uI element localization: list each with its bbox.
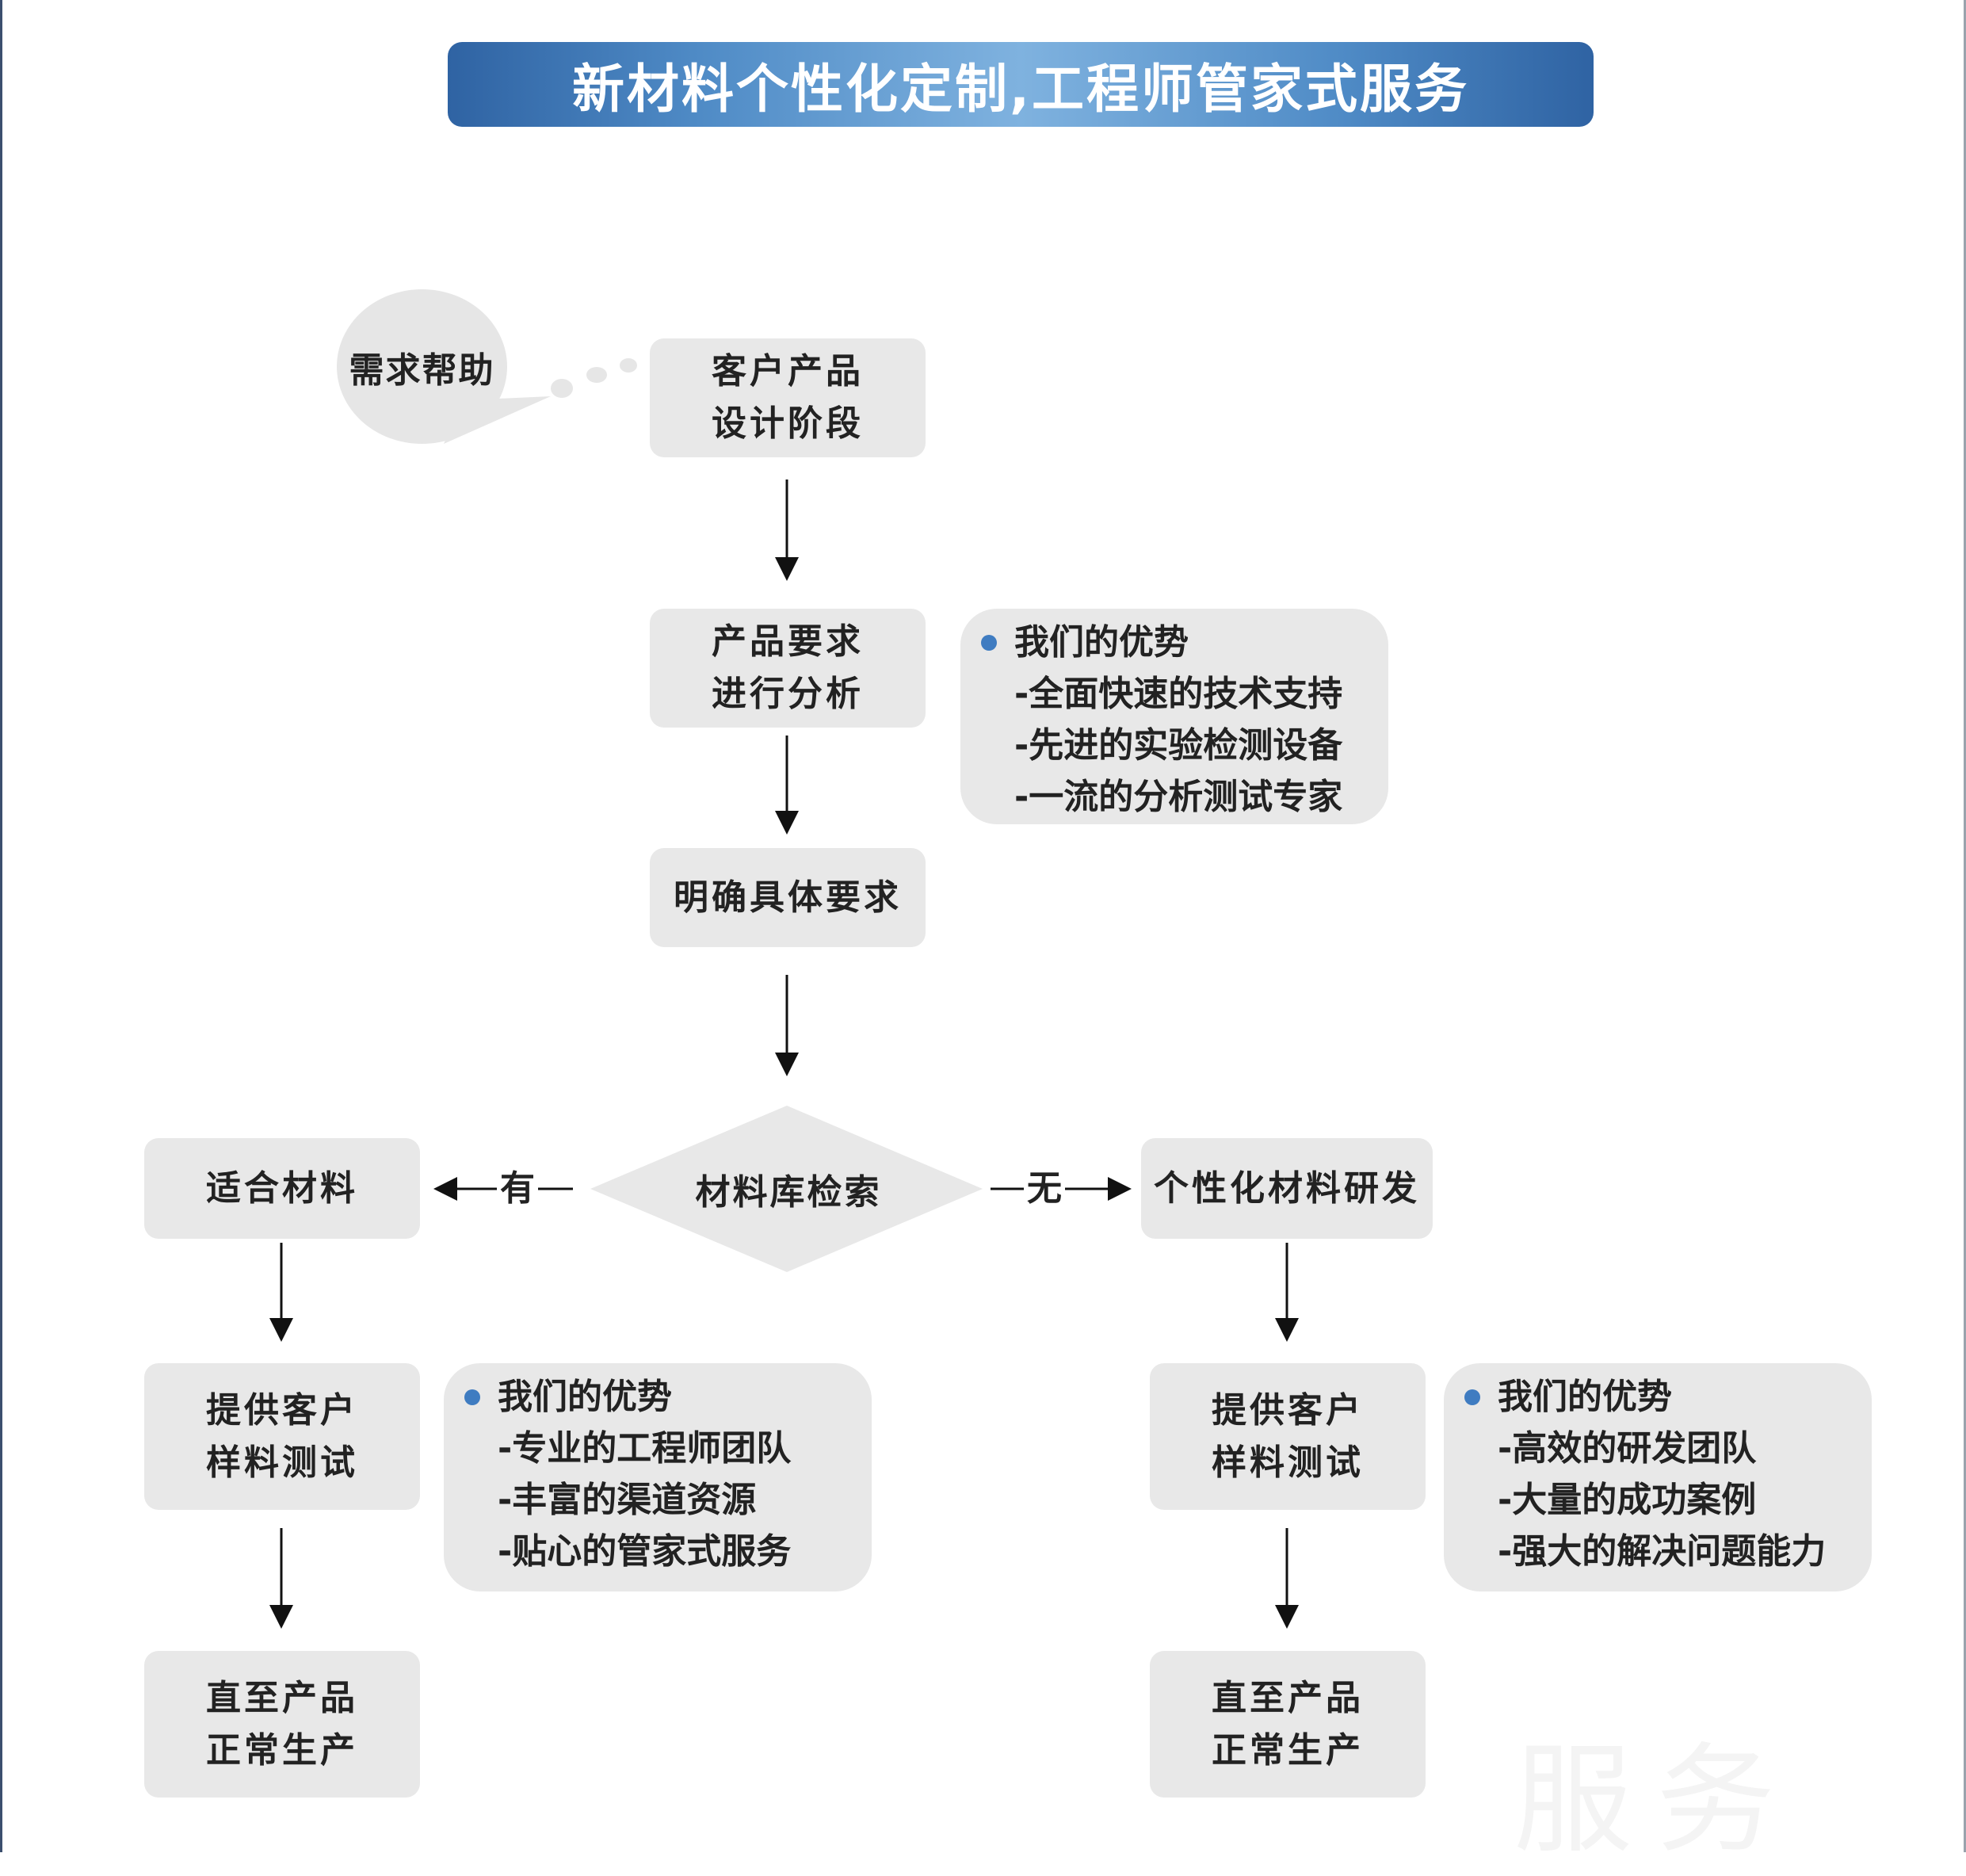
advantage-item: -大量的成功案例 xyxy=(1498,1480,1757,1520)
node-label: 产品要求 xyxy=(712,621,864,662)
help-text: 需求帮助 xyxy=(349,350,495,391)
node-label: 样料测试 xyxy=(206,1442,358,1483)
advantage-item: -全面快速的技术支持 xyxy=(1014,674,1343,714)
advantages-heading: 我们的优势 xyxy=(1014,622,1189,663)
advantage-item: -强大的解决问题能力 xyxy=(1498,1531,1827,1572)
edge-label-yes: 有 xyxy=(497,1165,538,1213)
node-label: 直至产品 xyxy=(1212,1677,1364,1718)
advantage-item: -专业的工程师团队 xyxy=(498,1428,792,1469)
advantage-item: -先进的实验检测设备 xyxy=(1014,725,1343,766)
advantages-heading: 我们的优势 xyxy=(498,1377,672,1417)
search-diamond xyxy=(590,1106,983,1272)
page-title: 新材料个性化定制,工程师管家式服务 xyxy=(571,58,1470,120)
bullet-icon xyxy=(1464,1389,1480,1405)
node-label: 设计阶段 xyxy=(712,403,864,444)
page-right-edge xyxy=(1964,0,1966,1852)
node-label: 个性化材料研发 xyxy=(1154,1167,1420,1209)
service-watermark: 服务 xyxy=(1514,1732,1800,1870)
advantage-item: -高效的研发团队 xyxy=(1498,1428,1757,1469)
advantages-panel-top: 我们的优势 -全面快速的技术支持 -先进的实验检测设备 -一流的分析测试专家 xyxy=(960,609,1388,824)
node-label: 提供客户 xyxy=(1212,1389,1364,1431)
advantage-item: -丰富的渠道资源 xyxy=(498,1480,757,1520)
advantage-item: -贴心的管家式服务 xyxy=(498,1531,792,1572)
node-label: 明确具体要求 xyxy=(674,877,902,918)
node-design-stage: 客户产品 设计阶段 xyxy=(650,338,926,457)
edge-label-no: 无 xyxy=(1024,1165,1065,1213)
bubble-dot-small xyxy=(620,358,637,373)
node-right-sample-test: 提供客户 样料测试 xyxy=(1150,1363,1426,1510)
node-label: 客户产品 xyxy=(712,351,864,392)
node-label: 进行分析 xyxy=(712,674,864,714)
title-banner: 新材料个性化定制,工程师管家式服务 xyxy=(448,42,1594,127)
node-right-production: 直至产品 正常生产 xyxy=(1150,1651,1426,1798)
node-label: 提供客户 xyxy=(206,1389,358,1431)
page-left-edge xyxy=(0,0,2,1852)
bubble-dot-large xyxy=(551,379,573,398)
node-label: 样料测试 xyxy=(1212,1442,1364,1483)
node-material-search: 材料库检索 xyxy=(695,1172,882,1213)
node-label: 正常生产 xyxy=(206,1729,358,1771)
advantage-item: -一流的分析测试专家 xyxy=(1014,777,1343,817)
bullet-icon xyxy=(981,634,997,651)
node-left-sample-test: 提供客户 样料测试 xyxy=(144,1363,420,1510)
advantages-heading: 我们的优势 xyxy=(1498,1377,1672,1417)
node-suitable-material: 适合材料 xyxy=(144,1138,420,1239)
help-speech-bubble: 需求帮助 xyxy=(337,289,507,444)
bubble-dot-medium xyxy=(586,367,607,383)
advantages-panel-right: 我们的优势 -高效的研发团队 -大量的成功案例 -强大的解决问题能力 xyxy=(1444,1363,1872,1591)
node-requirement-analysis: 产品要求 进行分析 xyxy=(650,609,926,728)
advantages-panel-left: 我们的优势 -专业的工程师团队 -丰富的渠道资源 -贴心的管家式服务 xyxy=(444,1363,872,1591)
node-custom-development: 个性化材料研发 xyxy=(1141,1138,1433,1239)
node-left-production: 直至产品 正常生产 xyxy=(144,1651,420,1798)
node-label: 直至产品 xyxy=(206,1677,358,1718)
bullet-icon xyxy=(464,1389,480,1405)
node-clarify-requirements: 明确具体要求 xyxy=(650,848,926,947)
node-label: 正常生产 xyxy=(1212,1729,1364,1771)
node-label: 适合材料 xyxy=(206,1167,358,1209)
